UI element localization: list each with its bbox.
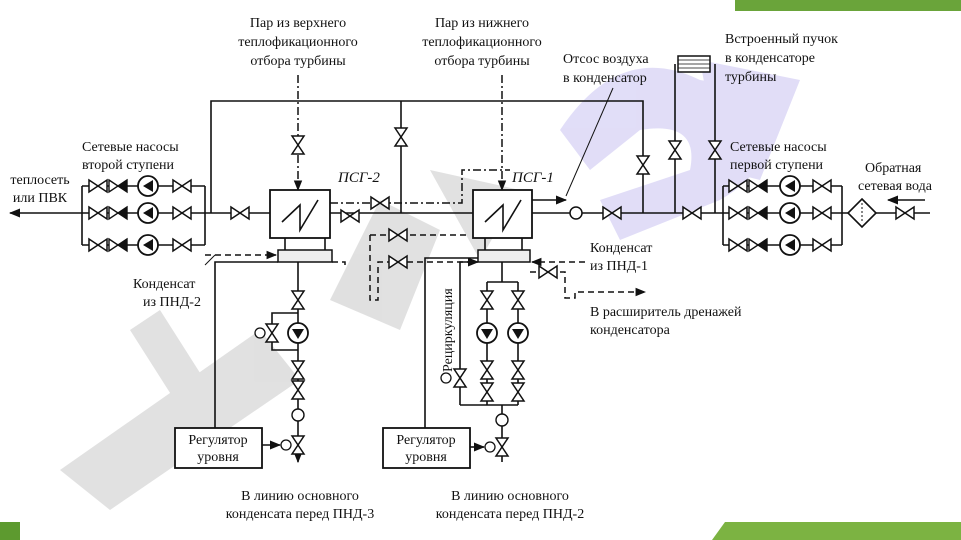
svg-text:В линию основного: В линию основного [451, 489, 569, 504]
svg-text:Обратная: Обратная [865, 161, 922, 176]
svg-text:теплосеть: теплосеть [10, 173, 69, 188]
valve-icon[interactable] [394, 127, 408, 147]
svg-text:второй ступени: второй ступени [82, 158, 175, 173]
condensate-pnd1-label: Конденсат из ПНД-1 [590, 241, 652, 274]
air-suction-leader [565, 87, 614, 197]
svg-text:Пар из верхнего: Пар из верхнего [250, 16, 346, 31]
valve-icon[interactable] [636, 155, 650, 175]
psg2-condensate-collector [277, 249, 333, 263]
to-line-pnd3-label: В линию основного конденсата перед ПНД-3 [226, 489, 374, 522]
drain-expander-label: В расширитель дренажей конденсатора [590, 305, 742, 338]
svg-text:В расширитель дренажей: В расширитель дренажей [590, 305, 742, 320]
svg-text:из ПНД-1: из ПНД-1 [590, 259, 648, 274]
outlet-label: теплосеть или ПВК [10, 173, 69, 206]
svg-text:первой ступени: первой ступени [730, 158, 824, 173]
pump-icon [779, 234, 801, 256]
regulator-label: Регулятор [396, 433, 455, 448]
svg-text:турбины: турбины [725, 70, 777, 85]
svg-text:Встроенный пучок: Встроенный пучок [725, 32, 838, 47]
regulator-label: уровня [405, 450, 447, 465]
psg1-label: ПСГ-1 [511, 170, 554, 186]
pump-icon [137, 234, 159, 256]
svg-text:или ПВК: или ПВК [13, 191, 68, 206]
air-suction-label: Отсос воздуха в конденсатор [563, 52, 649, 86]
flow-meter-icon [569, 206, 583, 220]
svg-text:сетевая вода: сетевая вода [858, 179, 933, 194]
pumps-stage2-label: Сетевые насосы второй ступени [82, 140, 179, 173]
svg-text:Сетевые насосы: Сетевые насосы [730, 140, 827, 155]
svg-text:отбора турбины: отбора турбины [434, 54, 530, 69]
pump-row [88, 175, 192, 256]
psg1-condensate-collector [477, 249, 531, 263]
svg-text:В линию основного: В линию основного [241, 489, 359, 504]
valve-icon[interactable] [480, 290, 494, 310]
valve-icon[interactable] [340, 209, 360, 223]
pump-icon [507, 322, 529, 344]
valve-icon[interactable] [480, 360, 494, 380]
valve-icon[interactable] [895, 206, 915, 220]
pump-row [728, 175, 832, 256]
svg-text:Пар из нижнего: Пар из нижнего [435, 16, 529, 31]
level-regulator-2 [382, 427, 471, 469]
valve-icon[interactable] [511, 382, 525, 402]
builtin-bundle-label: Встроенный пучок в конденсаторе турбины [725, 32, 838, 85]
control-valve-icon[interactable] [495, 437, 509, 457]
svg-text:теплофикационного: теплофикационного [422, 35, 542, 50]
svg-text:конденсата перед ПНД-3: конденсата перед ПНД-3 [226, 507, 374, 522]
recirculation-label: Рециркуляция [441, 288, 456, 372]
svg-text:конденсатора: конденсатора [590, 323, 671, 338]
control-valve-icon[interactable] [291, 435, 305, 455]
svg-text:Конденсат: Конденсат [133, 277, 195, 292]
psg2-drain-line [332, 234, 470, 301]
valve-icon[interactable] [511, 360, 525, 380]
svg-text:Сетевые насосы: Сетевые насосы [82, 140, 179, 155]
psg2-label: ПСГ-2 [337, 170, 380, 186]
psg2-air-line [330, 169, 510, 204]
valve-icon[interactable] [265, 323, 279, 343]
pump-icon [287, 322, 309, 344]
valve-icon[interactable] [291, 360, 305, 380]
flow-meter-icon [291, 408, 305, 422]
svg-text:отбора турбины: отбора турбины [250, 54, 346, 69]
valve-icon[interactable] [480, 382, 494, 402]
steam-upper-label: Пар из верхнего теплофикационного отбора… [238, 16, 358, 69]
svg-text:из ПНД-2: из ПНД-2 [143, 295, 201, 310]
pump-icon [779, 202, 801, 224]
valve-icon[interactable] [668, 140, 682, 160]
pump-icon [137, 175, 159, 197]
svg-text:конденсата перед ПНД-2: конденсата перед ПНД-2 [436, 507, 584, 522]
valve-icon[interactable] [291, 380, 305, 400]
regulator-label: Регулятор [188, 433, 247, 448]
drain-expander-line [530, 271, 647, 299]
level-regulator-1 [174, 427, 263, 469]
svg-text:теплофикационного: теплофикационного [238, 35, 358, 50]
valve-icon[interactable] [291, 135, 305, 155]
pump-icon [476, 322, 498, 344]
svg-text:в конденсатор: в конденсатор [563, 71, 647, 86]
return-water-label: Обратная сетевая вода [858, 161, 933, 194]
pump-icon [779, 175, 801, 197]
svg-text:в конденсаторе: в конденсаторе [725, 51, 815, 66]
to-line-pnd2-label: В линию основного конденсата перед ПНД-2 [436, 489, 584, 522]
svg-text:Отсос воздуха: Отсос воздуха [563, 52, 649, 67]
steam-lower-label: Пар из нижнего теплофикационного отбора … [422, 16, 542, 69]
svg-text:Конденсат: Конденсат [590, 241, 652, 256]
bundle-lines [674, 64, 716, 213]
valve-icon[interactable] [511, 290, 525, 310]
valve-icon[interactable] [230, 206, 250, 220]
pump-icon [137, 202, 159, 224]
valve-icon[interactable] [291, 290, 305, 310]
pumps-stage1-label: Сетевые насосы первой ступени [730, 140, 827, 173]
condensate-pnd2-label: Конденсат из ПНД-2 [133, 254, 216, 310]
flow-meter-icon [495, 413, 509, 427]
regulator-label: уровня [197, 450, 239, 465]
valve-icon[interactable] [538, 265, 558, 279]
